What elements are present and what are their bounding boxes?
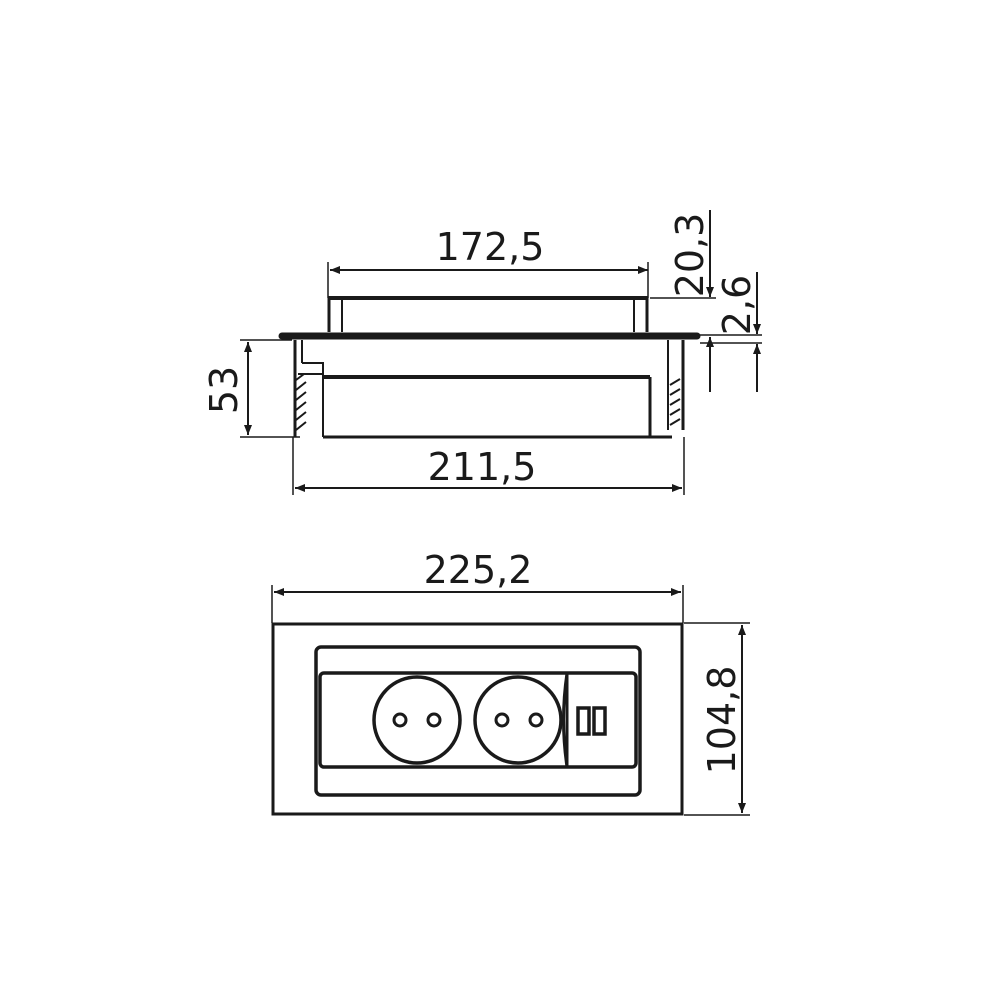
- pop-up-top: [327, 296, 649, 332]
- dim-cover-height: 104,8: [700, 666, 744, 775]
- dim-top-height: 20,3: [668, 213, 712, 298]
- socket-module: [318, 671, 638, 769]
- dim-top-width: 172,5: [436, 225, 545, 269]
- socket-1: [372, 675, 462, 765]
- side-view: 172,5 53 211,5: [202, 210, 762, 495]
- body: [293, 340, 685, 439]
- cover-outline: [271, 622, 684, 816]
- dim-flange-thickness: 2,6: [715, 275, 759, 335]
- usb-ports: [576, 706, 607, 736]
- frame: [314, 645, 642, 797]
- dim-body-width: 211,5: [428, 445, 537, 489]
- hatching: [295, 373, 681, 431]
- dim-body-height: 53: [202, 366, 246, 414]
- top-view: 225,2 104,8: [271, 548, 750, 816]
- dim-cover-width: 225,2: [424, 548, 533, 592]
- socket-2: [473, 675, 563, 765]
